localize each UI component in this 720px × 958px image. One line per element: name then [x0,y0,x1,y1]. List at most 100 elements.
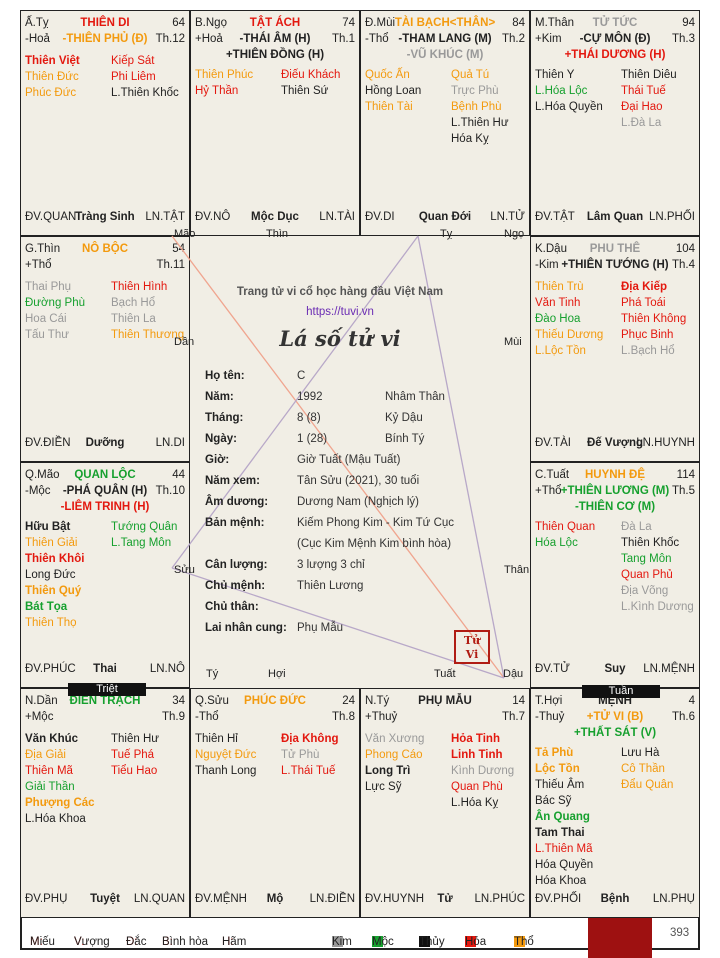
star-item: Quả Tú [451,69,490,81]
star-item: Trực Phù [451,85,499,97]
luu-nien: LN.MỆNH [643,663,695,675]
star-item: Ân Quang [535,811,590,823]
star-item: Hữu Bật [25,521,71,533]
palace-th: Th.6 [671,711,695,723]
logo-seal: Tử Vi [454,630,490,664]
palace-th: Th.2 [501,33,525,45]
branch-dau: Dậu [503,668,524,680]
star-item: Giải Thần [25,781,75,793]
info-value: C [297,370,306,382]
red-seal [588,918,652,958]
star-item: Tang Môn [621,553,672,565]
palace-name: TẬT ÁCH [249,17,301,29]
dai-van: ĐV.PHÚC [25,663,76,675]
star-item: Lộc Tồn [535,763,580,775]
info-value: Thiên Lương [297,580,364,592]
info-value: Tân Sửu (2021), 30 tuổi [297,475,420,487]
branch-suu: Sửu [174,564,195,576]
main-star: -THÁI ÂM (H) [239,33,311,45]
chart-heading: Lá số tử vi [279,326,401,351]
info-value: (Cục Kim Mệnh Kim bình hòa) [297,538,452,550]
main-star-2: +THIÊN ĐỒNG (H) [225,49,325,61]
element-swatch [332,936,343,947]
palace-th: Th.12 [155,33,185,45]
star-item: Tấu Thư [25,329,69,341]
star-item: Hóa Lộc [535,537,578,549]
palace-place: M.Thân [535,17,574,29]
info-key: Âm dương: [205,496,269,508]
star-item: Lực Sỹ [365,781,402,793]
branch-hoi: Hợi [268,668,286,680]
main-star: -THIÊN PHỦ (Đ) [62,33,148,45]
dai-van: ĐV.NÔ [195,211,231,223]
palace-place: K.Dậu [535,243,567,255]
star-item: Thiên Việt [25,55,80,67]
info-key: Lai nhân cung: [205,622,287,634]
main-star-2: -LIÊM TRINH (H) [60,501,150,513]
star-item: Tướng Quân [111,521,178,533]
branch-ty2: Tý [206,668,219,680]
vong-truong-sinh: Quan Đới [418,211,472,223]
star-item: Nguyệt Đức [195,749,257,761]
palace-age: 114 [676,469,695,481]
palace-element: -Hoả [25,33,50,45]
palace-place: Q.Mão [25,469,60,481]
palace-age: 44 [172,469,185,481]
palace-element: +Thổ [535,485,562,497]
palace-th: Th.1 [331,33,355,45]
site-title: Trang tử vi cổ học hàng đầu Việt Nam [236,286,444,298]
element-label: Thổ [514,936,534,948]
star-item: Tử Phù [281,749,320,761]
palace-place: B.Ngọ [195,17,227,29]
palace-place: Q.Sửu [195,695,229,707]
palace-element: +Hoả [195,33,223,45]
info-value: Dương Nam (Nghịch lý) [297,496,419,508]
star-item: Thiên Đức [25,71,79,83]
palace-place: N.Dần [25,695,58,707]
palace-th: Th.10 [155,485,185,497]
center-panel: Mão Thìn Tỵ Ngọ Dần Mùi Sửu Thân Tý Hợi … [170,226,529,680]
main-star-2: -THIÊN CƠ (M) [574,501,656,513]
dai-van: ĐV.TÀI [535,437,572,449]
palace-age: 14 [512,695,525,707]
palace-name: TÀI BẠCH<THÂN> [394,17,496,29]
star-item: L.Hóa Lộc [535,85,588,97]
palace-th: Th.4 [671,259,695,271]
vong-truong-sinh: Mộc Dục [251,211,299,223]
main-star: +TỬ VI (B) [586,711,644,723]
palace-element: +Thuỷ [365,711,398,723]
palace-th: Th.8 [331,711,355,723]
palace-place: T.Hợi [535,695,563,707]
luu-nien: LN.TẬT [145,211,185,223]
quality-code: M: [30,936,43,948]
luu-nien: LN.DI [155,437,185,449]
star-item: Linh Tinh [451,749,503,761]
triangle-lines [171,235,505,679]
luu-nien: LN.ĐIỀN [309,893,355,905]
element-label: Hỏa [465,936,487,948]
star-item: Thiên Diêu [621,69,677,81]
quality-label: Miếu [30,936,55,948]
site-url[interactable]: https://tuvi.vn [306,306,374,318]
info-key: Năm: [205,391,234,403]
star-item: Đào Hoa [535,313,581,325]
branch-ty: Tỵ [440,228,453,240]
star-item: Thiên Giải [25,537,78,549]
star-item: Phúc Đức [25,87,77,99]
star-item: Bát Tọa [25,601,68,613]
dai-van: ĐV.DI [365,211,395,223]
star-item: Quan Phù [451,781,503,793]
palace-element: +Kim [535,33,562,45]
star-item: Địa Kiếp [621,281,668,293]
element-label: Kim [332,936,352,948]
star-item: Bệnh Phù [451,101,502,113]
main-star: +THIÊN TƯỚNG (H) [561,259,669,271]
star-item: Hoa Cái [25,313,67,325]
star-item: Thanh Long [195,765,257,777]
star-item: Đà La [621,521,652,533]
star-item: L.Kình Dương [621,601,694,613]
